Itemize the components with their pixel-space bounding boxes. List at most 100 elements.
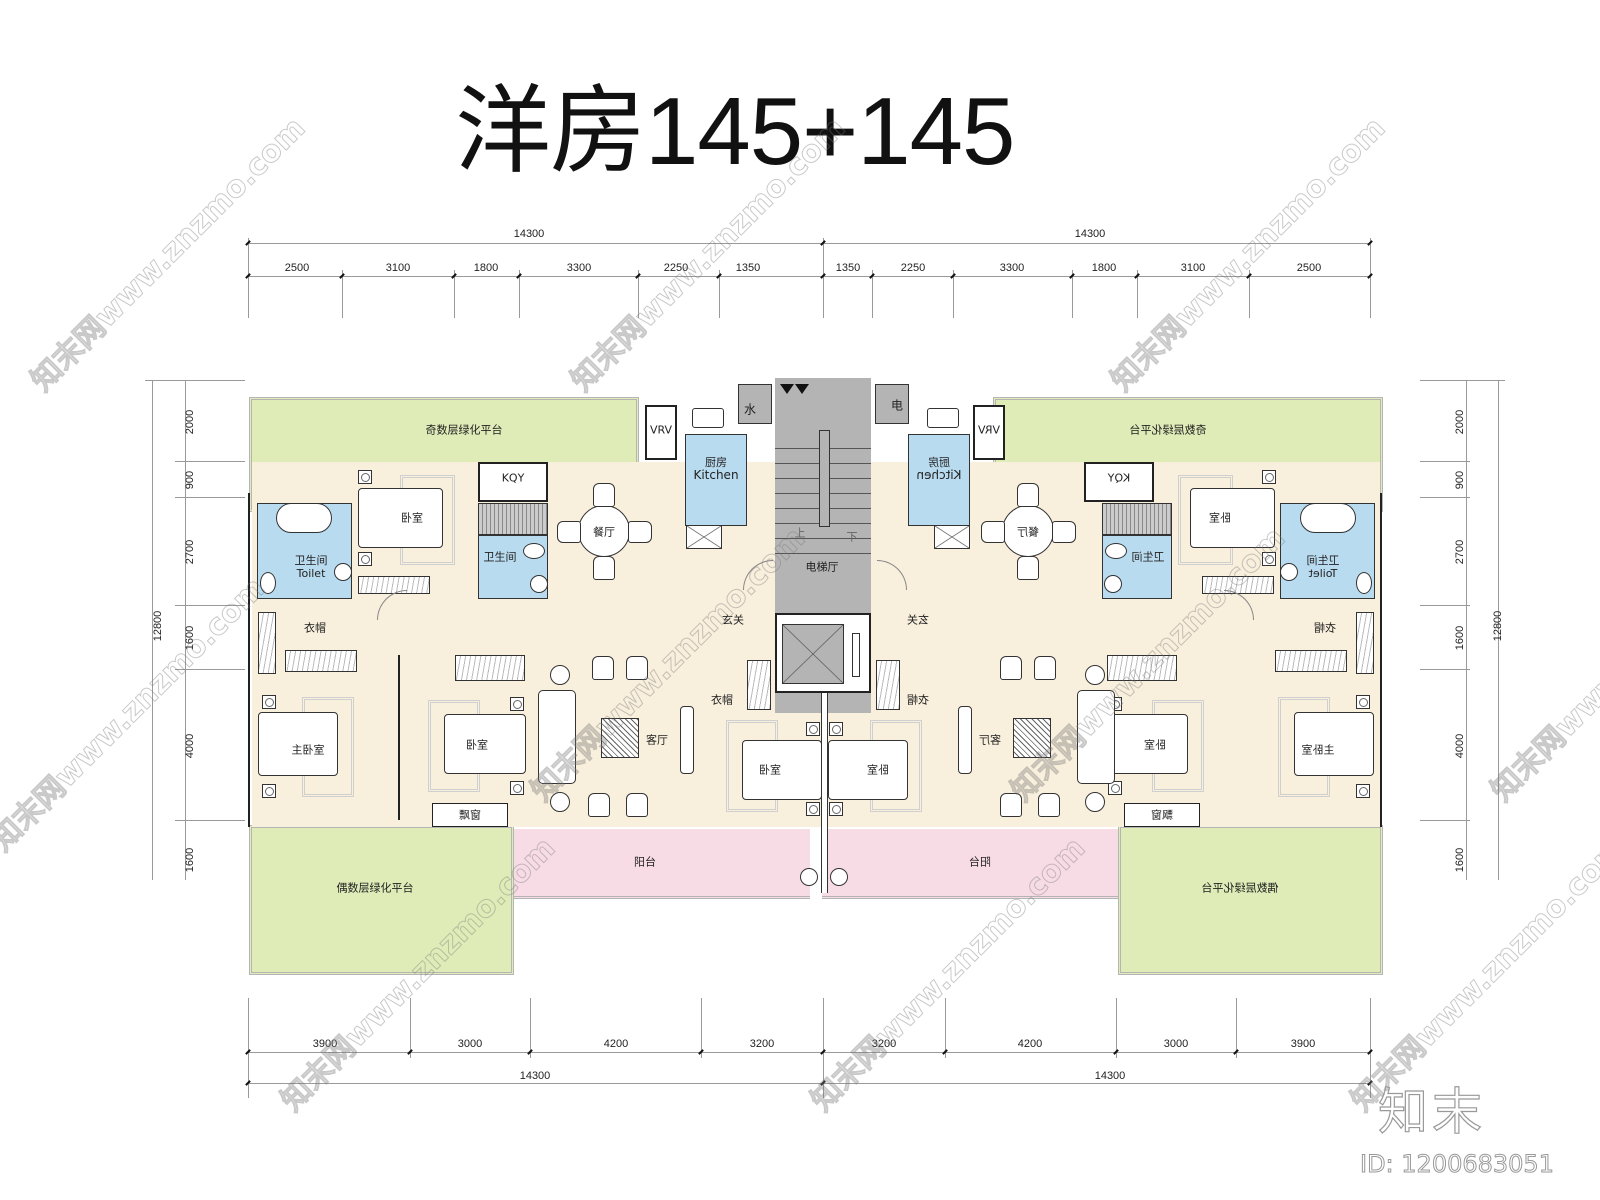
dim-top-r-6: 2500 <box>1296 262 1322 274</box>
dim-top-l-2: 3100 <box>385 262 411 274</box>
sink-icon <box>1104 575 1122 593</box>
lamp-icon <box>358 470 372 484</box>
lamp-icon <box>806 722 820 736</box>
bed-north-left <box>358 488 443 548</box>
label-master-bedroom-left: 主卧室 <box>291 743 325 757</box>
chair-icon <box>981 521 1005 543</box>
label-kqy-left: KQY <box>501 471 525 485</box>
tv-cabinet-left <box>680 706 694 774</box>
chair-icon <box>628 521 652 543</box>
bathroom-en: Toilet <box>1308 567 1338 580</box>
side-table-icon <box>550 792 570 812</box>
kitchen-sink-icon <box>692 408 724 428</box>
dim-top-l-4: 3300 <box>566 262 592 274</box>
label-bedroom-central-left: 卧室 <box>759 763 781 777</box>
dim-bottom-r-4: 3900 <box>1290 1038 1316 1050</box>
label-balcony-left: 阳台 <box>634 855 656 869</box>
lamp-icon <box>262 784 276 798</box>
brand-logo: 知末 <box>1377 1082 1486 1141</box>
dim-bottom-l-1: 3900 <box>312 1038 338 1050</box>
armchair-icon <box>1000 656 1022 680</box>
label-dining-right: 餐厅 <box>1017 525 1039 539</box>
chair-icon <box>557 521 581 543</box>
bathtub-icon <box>1300 503 1356 533</box>
bed-central-left <box>742 740 822 800</box>
label-odd-terrace-right: 奇数层绿化平台 <box>1129 423 1207 437</box>
coffee-table-left <box>601 718 639 758</box>
wardrobe <box>1107 655 1177 681</box>
arrow-icon <box>795 384 809 394</box>
label-bedroom-south-right: 卧室 <box>1144 738 1166 752</box>
fridge-right <box>934 525 970 549</box>
bed-master-left <box>258 712 338 776</box>
vrv-left <box>645 405 677 460</box>
vrv-right <box>973 405 1005 460</box>
dim-right-6: 1600 <box>1454 847 1466 873</box>
side-table-icon <box>1085 665 1105 685</box>
dim-top-r-1: 1350 <box>835 262 861 274</box>
dim-bottom-l-2: 3000 <box>457 1038 483 1050</box>
dim-top-r-3: 3300 <box>999 262 1025 274</box>
wardrobe <box>358 576 430 594</box>
chair-icon <box>593 556 615 580</box>
shower-left <box>478 503 548 535</box>
armchair-icon <box>1034 656 1056 680</box>
lamp-icon <box>510 697 524 711</box>
label-bedroom-central-right: 卧室 <box>867 763 889 777</box>
toilet-icon <box>1105 543 1127 559</box>
wardrobe <box>258 612 276 674</box>
lamp-icon <box>358 552 372 566</box>
lamp-icon <box>806 802 820 816</box>
wardrobe <box>285 650 357 672</box>
dim-bottom-r-1: 3200 <box>871 1038 897 1050</box>
label-cloak-foyer-right: 衣帽 <box>907 693 929 707</box>
dim-top-l-5: 2250 <box>663 262 689 274</box>
elevator-car-icon <box>782 624 844 684</box>
bathroom-en: Toilet <box>296 567 326 580</box>
bay-window-right <box>1124 803 1200 827</box>
armchair-icon <box>592 656 614 680</box>
sink-icon <box>1280 563 1298 581</box>
dim-right-3: 2700 <box>1454 539 1466 565</box>
lamp-icon <box>1262 552 1276 566</box>
kitchen-cn: 厨房 <box>704 456 727 469</box>
dim-right-5: 4000 <box>1454 733 1466 759</box>
plan-title: 洋房145+145 <box>455 78 1015 185</box>
coffee-table-right <box>1013 718 1051 758</box>
label-bedroom-south-left: 卧室 <box>466 738 488 752</box>
chair-icon <box>1017 556 1039 580</box>
label-dining-left: 餐厅 <box>593 525 615 539</box>
label-bathroom-second-right: 卫生间 <box>1131 550 1165 564</box>
party-wall <box>821 693 828 893</box>
side-table-icon <box>1085 792 1105 812</box>
toilet-icon <box>1356 572 1372 594</box>
even-terrace-right <box>1118 825 1383 975</box>
toilet-icon <box>260 572 276 594</box>
dim-right-4: 1600 <box>1454 625 1466 651</box>
label-water: 水 <box>743 402 757 417</box>
armchair-icon <box>1038 793 1060 817</box>
lamp-icon <box>510 781 524 795</box>
chair-icon <box>1052 521 1076 543</box>
dim-right-1: 2000 <box>1454 409 1466 435</box>
label-odd-terrace-left: 奇数层绿化平台 <box>425 423 503 437</box>
label-master-bedroom-right: 主卧室 <box>1301 743 1335 757</box>
bay-window-left <box>432 803 508 827</box>
chair-icon <box>1017 483 1039 507</box>
chair-icon <box>593 483 615 507</box>
dim-top-total-right: 14300 <box>1074 228 1106 240</box>
dim-top-r-4: 1800 <box>1091 262 1117 274</box>
dim-top-l-3: 1800 <box>473 262 499 274</box>
balcony-left <box>514 829 810 899</box>
dim-left-1: 2000 <box>184 409 196 435</box>
shower-right <box>1102 503 1172 535</box>
dim-top-total-left: 14300 <box>513 228 545 240</box>
label-bedroom-north-right: 卧室 <box>1209 511 1231 525</box>
laundry-sink-icon <box>800 868 818 886</box>
armchair-icon <box>626 656 648 680</box>
kqy-right <box>1084 462 1154 502</box>
dim-top-r-5: 3100 <box>1180 262 1206 274</box>
label-down: 下 <box>846 530 858 544</box>
kitchen-sink-icon <box>927 408 959 428</box>
